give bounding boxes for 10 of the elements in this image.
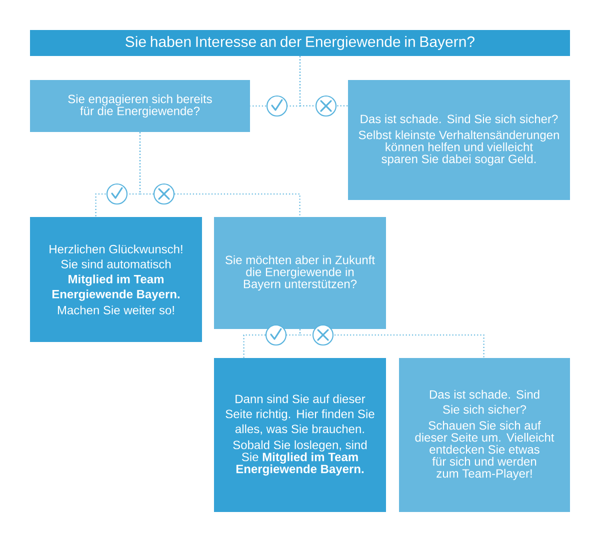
answer-box: Herzlichen Glückwunsch! Sie sind automatisch Mitglied im Team Energiewende Bayern. Machen Sie weiter so! <box>30 217 202 342</box>
answer-box: Das ist schade. Sind Sie sich sicher? Selbst kleinste Verhaltensänderungen können helfen und vielleicht sparen Sie dabei sogar Geld. <box>348 80 570 200</box>
connector-line <box>139 132 300 217</box>
answer-box: Dann sind Sie auf dieser Seite richtig. Hier finden Sie alles, was Sie brauchen. Sobald Sie loslegen, sind Sie Mitglied im Team Energiewende Bayern. <box>214 358 386 512</box>
connector-line <box>299 329 484 358</box>
question-box: Sie engagieren sich bereits für die Energiewende? <box>30 80 250 132</box>
title-bar: Sie haben Interesse an der Energiewende in Bayern? <box>30 30 570 56</box>
question-box: Sie möchten aber in Zukunft die Energiewende in Bayern unterstützen? <box>214 217 386 329</box>
connector-line <box>299 56 348 106</box>
answer-box: Das ist schade. Sind Sie sich sicher? Schauen Sie sich auf dieser Seite um. Vielleicht entdecken Sie etwas für sich und werden zum Team-Player! <box>399 358 570 512</box>
